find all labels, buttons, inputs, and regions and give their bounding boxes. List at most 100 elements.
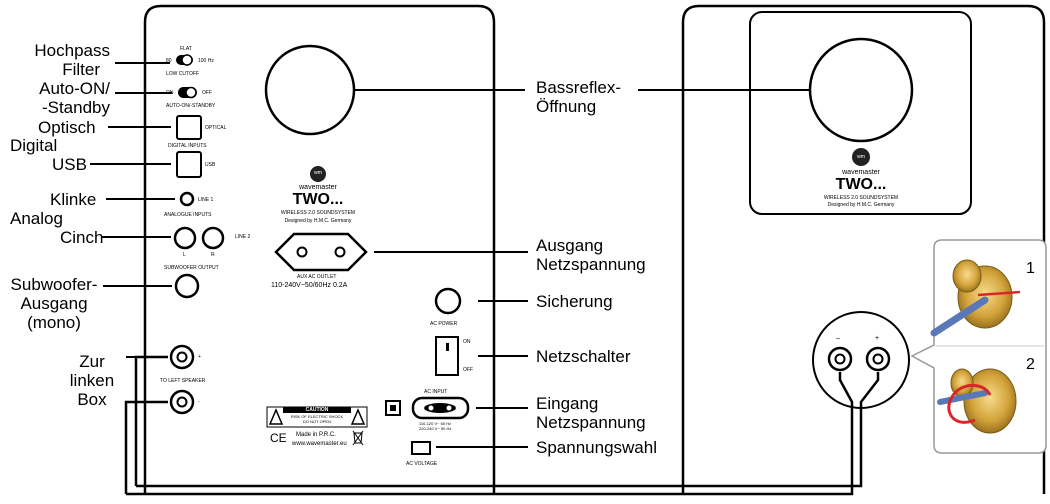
brand-soundsystem-right: WIRELESS 2.0 SOUNDSYSTEM [823, 195, 899, 201]
callout-hochpass-filter: Hochpass Filter [16, 41, 110, 79]
callout-auto-on-line2: -Standby [41, 98, 110, 117]
panel-l: L [183, 252, 186, 258]
panel-to-left-speaker: TO LEFT SPEAKER [160, 378, 206, 384]
panel-ac-power: AC POWER [430, 321, 458, 327]
optical-port [176, 115, 202, 140]
right-terminal-plus-label: + [875, 335, 880, 342]
panel-subwoofer-output: SUBWOOFER OUTPUT [164, 265, 219, 271]
callout-ausgang-line2: Netzspannung [536, 255, 646, 274]
brand-logo-right [852, 148, 870, 166]
right-terminal-plus [865, 346, 891, 372]
right-terminal-minus-label: – [836, 335, 840, 342]
arrow-red-1 [977, 290, 1021, 297]
speaker-cable-outer [124, 372, 854, 496]
callout-eingang-netzspannung: Eingang Netzspannung [536, 394, 646, 432]
panel-80: 80 [166, 58, 172, 64]
panel-website: www.wavemaster.eu [292, 441, 347, 447]
panel-input-rating-2: 220-240 V~ 50 Hz [419, 426, 452, 431]
ac-input-small-square [385, 400, 401, 416]
aux-ac-outlet [274, 232, 368, 272]
brand-logo-left [310, 166, 326, 182]
callout-zur-linken-box: Zur linken Box [60, 352, 124, 409]
callout-hochpass-line2: Filter [62, 60, 100, 79]
callout-zur-line3: Box [77, 390, 107, 409]
usb-port [176, 151, 202, 178]
brand-logo-right-text: wm [857, 154, 865, 160]
panel-made-in: Made in P.R.C. [296, 432, 336, 438]
binding-post-1-cap [952, 259, 982, 293]
callout-eingang-line1: Eingang [536, 394, 599, 413]
panel-digital-inputs: DIGITAL INPUTS [168, 143, 207, 149]
callout-subwoofer-line2: Ausgang [20, 294, 88, 313]
fuse-holder [434, 287, 462, 315]
panel-plus: + [198, 354, 201, 360]
panel-line2: LINE 2 [235, 234, 251, 240]
callout-subwoofer-line3: (mono) [27, 313, 81, 332]
panel-line1: LINE 1 [198, 197, 214, 203]
wire-2 [937, 390, 988, 405]
panel-optical: OPTICAL [205, 125, 227, 131]
caution-warning-icon-left [268, 408, 284, 425]
ac-input-pins [424, 403, 456, 413]
caution-warning-icon-right [350, 408, 366, 425]
caution-title: CAUTION [305, 407, 329, 413]
panel-r: R [211, 252, 215, 258]
panel-aux-rating: 110-240V~50/60Hz 0.2A [271, 282, 348, 289]
subwoofer-jack [174, 273, 200, 299]
panel-on: ON [166, 90, 174, 96]
callout-spannungswahl: Spannungswahl [536, 438, 657, 457]
inset-step-1-number: 1 [1026, 260, 1035, 277]
callout-eingang-line2: Netzspannung [536, 413, 646, 432]
panel-aux-outlet: AUX AC OUTLET [297, 274, 337, 280]
screwdriver-1 [930, 296, 989, 337]
left-speaker-terminal-minus [169, 389, 195, 415]
panel-switch-on: ON [463, 339, 471, 345]
ac-input-small-square-inner [390, 405, 396, 411]
ac-input-pin-left [428, 405, 434, 411]
bass-reflex-port-right [808, 37, 914, 143]
callout-bassreflex-line1: Bassreflex- [536, 78, 622, 97]
hochpass-toggle-knob [181, 54, 193, 66]
callout-optisch: Optisch [38, 118, 96, 137]
weee-bin-icon [352, 430, 364, 446]
right-terminal-ring [812, 311, 910, 409]
aux-outlet-pin-2 [334, 246, 346, 258]
caution-sub-1: RISK OF ELECTRIC SHOCK [290, 414, 344, 419]
panel-input-rating-1: 110-120 V~ 60 Hz [419, 421, 452, 426]
inset-step-2-number: 2 [1026, 356, 1035, 373]
brand-model-right: TWO... [835, 176, 887, 193]
caution-sub-2: DO NOT OPEN [303, 419, 331, 424]
inset-step-1-illustration [930, 259, 1021, 337]
callout-netzschalter: Netzschalter [536, 347, 631, 366]
line1-jack [179, 191, 195, 207]
left-speaker-panel [143, 4, 496, 494]
caution-header [283, 407, 351, 413]
callout-subwoofer-ausgang: Subwoofer- Ausgang (mono) [6, 275, 102, 332]
left-speaker-terminal-minus-inner [176, 396, 188, 408]
left-speaker-terminal-plus-inner [176, 351, 188, 363]
callout-subwoofer-line1: Subwoofer- [10, 275, 98, 294]
arrow-red-2 [947, 383, 992, 424]
left-speaker-terminal-plus [169, 344, 195, 370]
ce-mark: CE [270, 431, 287, 445]
callout-digital: Digital [10, 136, 58, 155]
cinch-r-jack [201, 226, 225, 250]
callout-ausgang-line1: Ausgang [536, 236, 604, 255]
power-switch [435, 336, 459, 376]
ac-input-socket [411, 396, 470, 420]
brand-name-left: wavemaster [299, 184, 337, 191]
speaker-cable-inner [134, 355, 880, 488]
brand-logo-left-text: wm [314, 170, 322, 176]
right-terminal-plus-inner [872, 353, 884, 365]
panel-flat: FLAT [180, 46, 192, 52]
callout-ausgang-netzspannung: Ausgang Netzspannung [536, 236, 646, 274]
panel-usb: USB [205, 162, 216, 168]
inset-step-2-illustration [937, 368, 1017, 434]
right-speaker-panel [681, 4, 1046, 494]
callout-klinke: Klinke [50, 190, 97, 209]
callout-bassreflex: Bassreflex- Öffnung [536, 78, 621, 116]
power-switch-indicator [446, 343, 449, 351]
brand-name-right: wavemaster [842, 169, 880, 176]
brand-model-left: TWO... [292, 191, 344, 208]
